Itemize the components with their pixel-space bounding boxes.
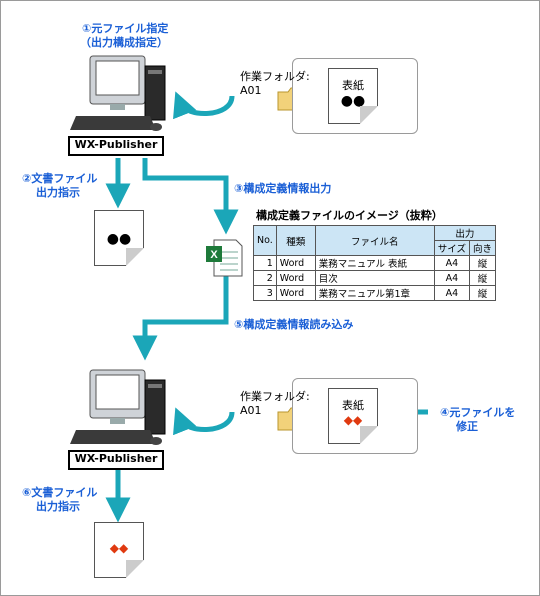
wx-publisher-label: WX-Publisher: [68, 450, 164, 470]
output-document: ◆◆: [94, 522, 144, 578]
document-marks: ◆◆: [109, 541, 129, 555]
cell-file: 業務マニュアル第1章: [314, 285, 435, 301]
cell-direction: 縦: [468, 255, 497, 271]
col-header-direction: 向き: [468, 240, 497, 256]
svg-text:X: X: [210, 249, 218, 261]
select-source-arrow-2: [173, 407, 235, 436]
table-row: 3 Word 業務マニュアル第1章 A4 縦: [253, 285, 497, 301]
col-header-size: サイズ: [433, 240, 471, 256]
cell-size: A4: [433, 255, 471, 271]
col-header-no: No.: [253, 225, 277, 256]
table-title: 構成定義ファイルのイメージ（抜粋）: [256, 209, 443, 222]
select-source-arrow: [173, 91, 235, 120]
computer-icon: [70, 55, 166, 131]
modified-document: 表紙 ◆◆: [328, 388, 378, 444]
export-config-arrow: [142, 158, 239, 235]
cell-direction: 縦: [468, 285, 497, 301]
step6-sublabel: 出力指示: [36, 500, 80, 513]
import-config-arrow: [132, 276, 229, 361]
document-title: 表紙: [342, 399, 364, 412]
cell-type: Word: [275, 270, 316, 286]
computer-icon: [70, 369, 166, 445]
cell-size: A4: [433, 270, 471, 286]
excel-file-icon: X: [206, 239, 243, 277]
step4-sublabel: 修正: [456, 420, 478, 433]
wx-publisher-label: WX-Publisher: [68, 136, 164, 156]
table-row: 1 Word 業務マニュアル 表紙 A4 縦: [253, 255, 497, 271]
col-header-output: 出力: [433, 225, 497, 241]
cell-size: A4: [433, 285, 471, 301]
document-marks: ◆◆: [343, 413, 363, 427]
document-marks: ●●: [106, 231, 132, 247]
step4-label: ④元ファイルを: [440, 406, 516, 419]
folder-name: A01: [240, 84, 262, 97]
cell-no: 3: [253, 285, 277, 301]
document-marks: ●●: [340, 93, 366, 109]
step1-label: ①元ファイル指定: [82, 22, 169, 35]
step1-sublabel: （出力構成指定）: [80, 36, 168, 49]
col-header-type: 種類: [275, 225, 316, 256]
table-row: 2 Word 目次 A4 縦: [253, 270, 497, 286]
folder-label: 作業フォルダ:: [240, 390, 310, 403]
document-title: 表紙: [342, 79, 364, 92]
step2-label: ②文書ファイル: [22, 172, 98, 185]
cell-type: Word: [275, 255, 316, 271]
cell-file: 目次: [314, 270, 435, 286]
step6-label: ⑥文書ファイル: [22, 486, 98, 499]
source-document: 表紙 ●●: [328, 68, 378, 124]
folder-name: A01: [240, 404, 262, 417]
cell-type: Word: [275, 285, 316, 301]
config-table: No. 種類 ファイル名 出力 サイズ 向き 1 Word 業務マニュアル 表紙…: [253, 225, 497, 301]
step2-sublabel: 出力指示: [36, 186, 80, 199]
step3-label: ③構成定義情報出力: [234, 182, 332, 195]
cell-file: 業務マニュアル 表紙: [314, 255, 435, 271]
cell-no: 2: [253, 270, 277, 286]
col-header-file: ファイル名: [314, 225, 435, 256]
cell-direction: 縦: [468, 270, 497, 286]
folder-label: 作業フォルダ:: [240, 70, 310, 83]
cell-no: 1: [253, 255, 277, 271]
output-document: ●●: [94, 210, 144, 266]
step5-label: ⑤構成定義情報読み込み: [234, 318, 354, 331]
